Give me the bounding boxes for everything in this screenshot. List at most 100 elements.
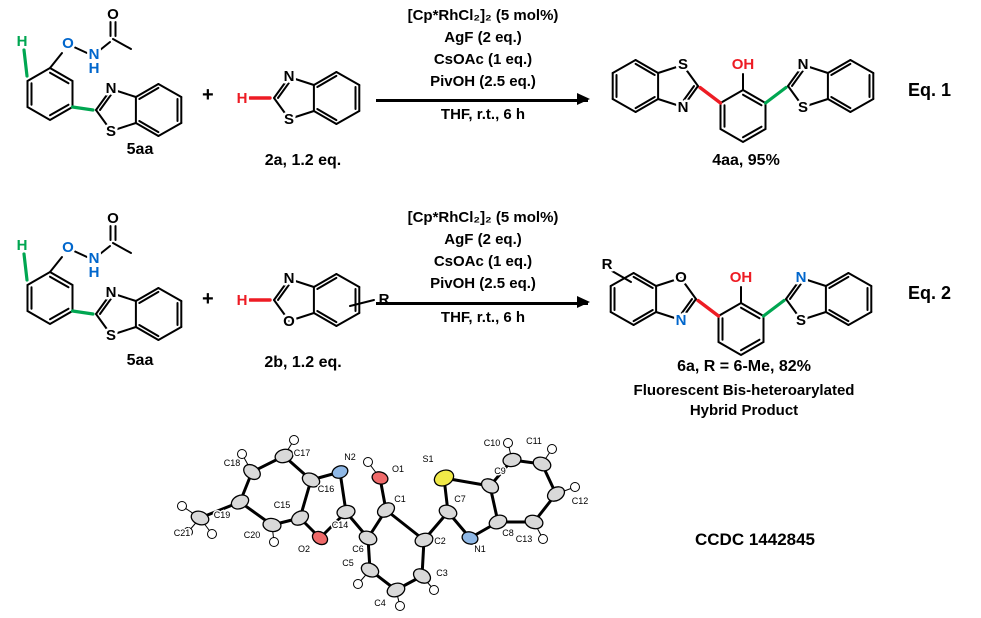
- s-atom-label: S: [284, 111, 294, 128]
- n-atom-label: N: [89, 46, 100, 63]
- equation-tag-1: Eq. 1: [908, 80, 952, 100]
- n-atom-label: N: [284, 270, 295, 287]
- reactant2-label-eq2: 2b, 1.2 eq.: [264, 354, 342, 371]
- green-cc-bond: [70, 105, 95, 112]
- ortep-label-c19: C19: [214, 510, 231, 520]
- green-ch-bond: [22, 48, 29, 78]
- left-n-label: N: [678, 99, 689, 116]
- reactant2-label-eq1: 2a, 1.2 eq.: [264, 152, 342, 169]
- ortep-label-c16: C16: [318, 484, 335, 494]
- ortep-label-c10: C10: [484, 438, 501, 448]
- n-atom-label: N: [89, 250, 100, 267]
- reactant1-label-eq1: 5aa: [126, 141, 154, 158]
- r-group-label: R: [379, 291, 390, 308]
- left-o-label: O: [675, 269, 687, 286]
- ortep-label-c12: C12: [572, 496, 589, 506]
- n-atom-label: N: [284, 68, 295, 85]
- green-cc-bond: [70, 309, 95, 316]
- phenyl-ring: [26, 66, 74, 122]
- red-cc-bond: [698, 85, 723, 105]
- oh-label: OH: [730, 269, 753, 286]
- right-s-label: S: [798, 99, 808, 116]
- benzothiazole-ring: [273, 71, 361, 125]
- structure-2a: H N S: [234, 66, 361, 131]
- structure-2b: H N O R: [234, 268, 392, 333]
- condition-line: [Cp*RhCl₂]₂ (5 mol%): [407, 7, 559, 24]
- o-atom-label: O: [62, 239, 74, 256]
- green-ch-bond: [22, 252, 29, 282]
- condition-line: PivOH (2.5 eq.): [430, 275, 536, 292]
- green-cc-bond: [763, 85, 788, 105]
- conditions-eq1: [Cp*RhCl₂]₂ (5 mol%) AgF (2 eq.) CsOAc (…: [374, 5, 592, 93]
- left-benzoxazole-ring: [609, 270, 697, 326]
- ortep-label-c4: C4: [374, 598, 386, 608]
- ortep-label-c18: C18: [224, 458, 241, 468]
- right-benzothiazole-ring: [785, 272, 873, 326]
- product-note-line2: Hybrid Product: [689, 402, 799, 419]
- reactant1-label-eq2: 5aa: [126, 352, 154, 369]
- ortep-label-c14: C14: [332, 520, 349, 530]
- red-h-label: H: [237, 292, 248, 309]
- structure-4aa: OH S N N S: [611, 54, 875, 144]
- condition-line: CsOAc (1 eq.): [433, 253, 533, 270]
- condition-line: AgF (2 eq.): [444, 29, 522, 46]
- conditions-eq2: [Cp*RhCl₂]₂ (5 mol%) AgF (2 eq.) CsOAc (…: [374, 207, 592, 295]
- left-s-label: S: [678, 56, 688, 73]
- structure-5aa-eq2: H O N H O N S: [14, 212, 183, 347]
- onhac-group: [49, 21, 132, 69]
- solvent-line-eq2: THF, r.t., 6 h: [440, 309, 526, 326]
- ortep-label-c8: C8: [502, 528, 514, 538]
- condition-line: [Cp*RhCl₂]₂ (5 mol%): [407, 209, 559, 226]
- condition-line: PivOH (2.5 eq.): [430, 73, 536, 90]
- right-n-label: N: [798, 56, 809, 73]
- ortep-label-n1: N1: [474, 544, 486, 554]
- onhac-group: [49, 225, 132, 273]
- ortep-label-c15: C15: [274, 500, 291, 510]
- h-atom-label: H: [17, 33, 28, 50]
- ortep-label-c9: C9: [494, 466, 506, 476]
- structure-5aa-eq1: H O N H O N S: [14, 8, 183, 143]
- plus-sign-eq2: +: [202, 288, 214, 310]
- reaction-arrow-eq1: [376, 94, 590, 105]
- benzoxazole-ring: [273, 273, 375, 327]
- ortep-label-c20: C20: [244, 530, 261, 540]
- reaction-arrow-eq2: [376, 297, 590, 308]
- ortep-label-n2: N2: [344, 452, 356, 462]
- condition-line: CsOAc (1 eq.): [433, 51, 533, 68]
- right-n-label: N: [796, 269, 807, 286]
- o-atom-label: O: [62, 35, 74, 52]
- ortep-label-c1: C1: [394, 494, 406, 504]
- ccdc-label: CCDC 1442845: [695, 530, 816, 549]
- r-group-label: R: [602, 256, 613, 273]
- thiazole-n-label: N: [106, 80, 117, 97]
- thiazole-n-label: N: [106, 284, 117, 301]
- condition-line: AgF (2 eq.): [444, 231, 522, 248]
- benzothiazole-ring: [95, 83, 183, 137]
- red-cc-bond: [696, 298, 721, 318]
- left-n-label: N: [676, 312, 687, 329]
- product-label-eq1: 4aa, 95%: [712, 152, 780, 169]
- ortep-label-c2: C2: [434, 536, 446, 546]
- thiazole-s-label: S: [106, 327, 116, 344]
- right-benzothiazole-ring: [787, 59, 875, 113]
- green-cc-bond: [761, 298, 786, 318]
- ortep-label-c21: C21: [174, 528, 191, 538]
- benzothiazole-ring: [95, 287, 183, 341]
- product-note-line1: Fluorescent Bis-heteroarylated: [633, 382, 855, 399]
- nh-atom-label: H: [89, 60, 100, 77]
- thiazole-s-label: S: [106, 123, 116, 140]
- ortep-label-c6: C6: [352, 544, 364, 554]
- ortep-crystal-structure: C21 C19 C18 C17 C16 C15 C20 N2 O2 C14 C6…: [172, 435, 590, 611]
- oh-label: OH: [732, 56, 755, 73]
- plus-sign-eq1: +: [202, 84, 214, 106]
- ortep-label-s1: S1: [422, 454, 433, 464]
- carbonyl-o-label: O: [107, 8, 119, 23]
- nh-atom-label: H: [89, 264, 100, 281]
- ortep-label-o2: O2: [298, 544, 310, 554]
- ortep-atoms: [190, 448, 566, 598]
- ortep-label-c17: C17: [294, 448, 311, 458]
- ortep-hydrogens: [177, 435, 580, 611]
- carbonyl-o-label: O: [107, 212, 119, 227]
- ortep-label-c7: C7: [454, 494, 466, 504]
